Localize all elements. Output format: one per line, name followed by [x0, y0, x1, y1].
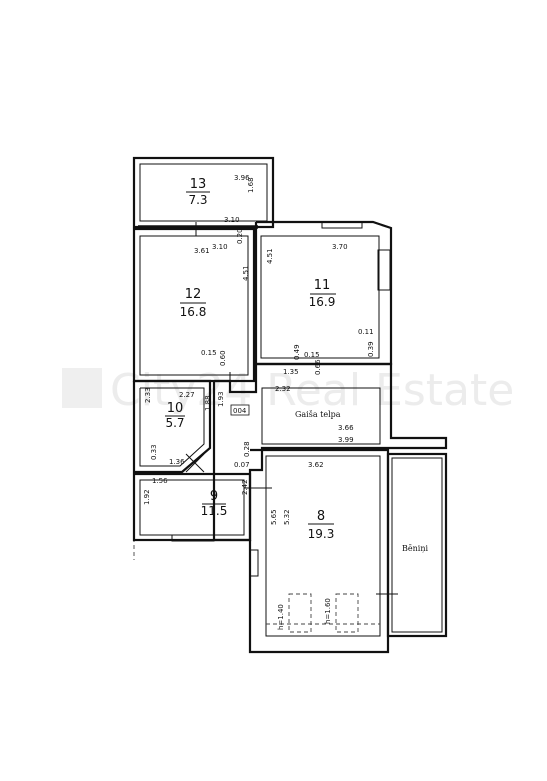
dim-corr-d: 0.28: [243, 441, 251, 457]
room-11-area: 16.9: [309, 295, 336, 309]
dim-r12-h: 4.51: [242, 265, 250, 281]
dim-r11-b: 0.39: [367, 341, 375, 357]
room-11-number: 11: [314, 278, 331, 293]
dim-r9-c: 2.42: [241, 479, 249, 495]
dim-r13-w: 3.96: [234, 174, 250, 182]
watermark-logo: [62, 368, 102, 408]
dim-r12-w: 3.61: [194, 247, 210, 255]
dim-r8-h2: 5.32: [283, 509, 291, 525]
room-13-area: 7.3: [188, 193, 207, 207]
attic: [386, 452, 448, 638]
dim-r12-wall: 0.20: [236, 228, 244, 244]
dim-r11-d: 0.15: [304, 351, 320, 359]
dim-r12-top: 3.10: [212, 243, 228, 251]
dim-r8-h4: h=1.60: [324, 598, 332, 624]
dim-corr-c: 3.99: [338, 436, 354, 444]
dim-corr-e: 0.07: [234, 461, 250, 469]
dim-corr-a: 2.32: [275, 385, 291, 393]
dim-r10-c: 1.88: [204, 395, 212, 411]
room-9-area: 11.5: [201, 504, 228, 518]
dim-r9-b: 1.92: [143, 489, 151, 505]
dim-r12-b: 0.60: [219, 350, 227, 366]
dim-r11-c: 0.49: [293, 344, 301, 360]
dim-r10-f: 1.36: [169, 458, 185, 466]
dim-r10-d: 1.93: [217, 391, 225, 407]
watermark-text: City24 Real Estate: [110, 365, 514, 416]
room-9: [132, 472, 272, 542]
dim-r10-b: 2.27: [179, 391, 195, 399]
corridor-label: Gaiša telpa: [295, 410, 341, 419]
dim-r10-e: 0.33: [150, 444, 158, 460]
room-10-area: 5.7: [165, 416, 184, 430]
room-9-number: 9: [210, 489, 218, 504]
dim-r13-b: 3.10: [224, 216, 240, 224]
dim-r8-h3: h=1.40: [277, 604, 285, 630]
room-8: [248, 448, 398, 654]
dim-r8-w: 3.62: [308, 461, 324, 469]
room-12-number: 12: [185, 287, 202, 302]
dim-r11-w: 3.70: [332, 243, 348, 251]
room-8-area: 19.3: [308, 527, 335, 541]
dim-r13-h: 1.68: [247, 177, 255, 193]
room-13: [132, 156, 275, 229]
room-12-area: 16.8: [180, 305, 207, 319]
dim-r10-a: 2.33: [144, 387, 152, 403]
dim-r11-f: 1.35: [283, 368, 299, 376]
room-10: [132, 379, 212, 474]
dim-corr-b: 3.66: [338, 424, 354, 432]
dim-r11-a: 0.11: [358, 328, 374, 336]
dim-r8-h1: 5.65: [270, 509, 278, 525]
dim-r11-e: 0.66: [314, 359, 322, 375]
room-10-number: 10: [167, 401, 184, 416]
tag-box: [230, 404, 250, 416]
dim-r11-h: 4.51: [266, 248, 274, 264]
room-13-number: 13: [190, 177, 207, 192]
room-8-number: 8: [317, 509, 325, 524]
tag-label: 004: [233, 407, 247, 415]
room-11: [254, 220, 393, 366]
attic-label: Bēniņi: [402, 544, 428, 553]
dim-r9-a: 1.56: [152, 477, 168, 485]
dim-r12-a: 0.15: [201, 349, 217, 357]
